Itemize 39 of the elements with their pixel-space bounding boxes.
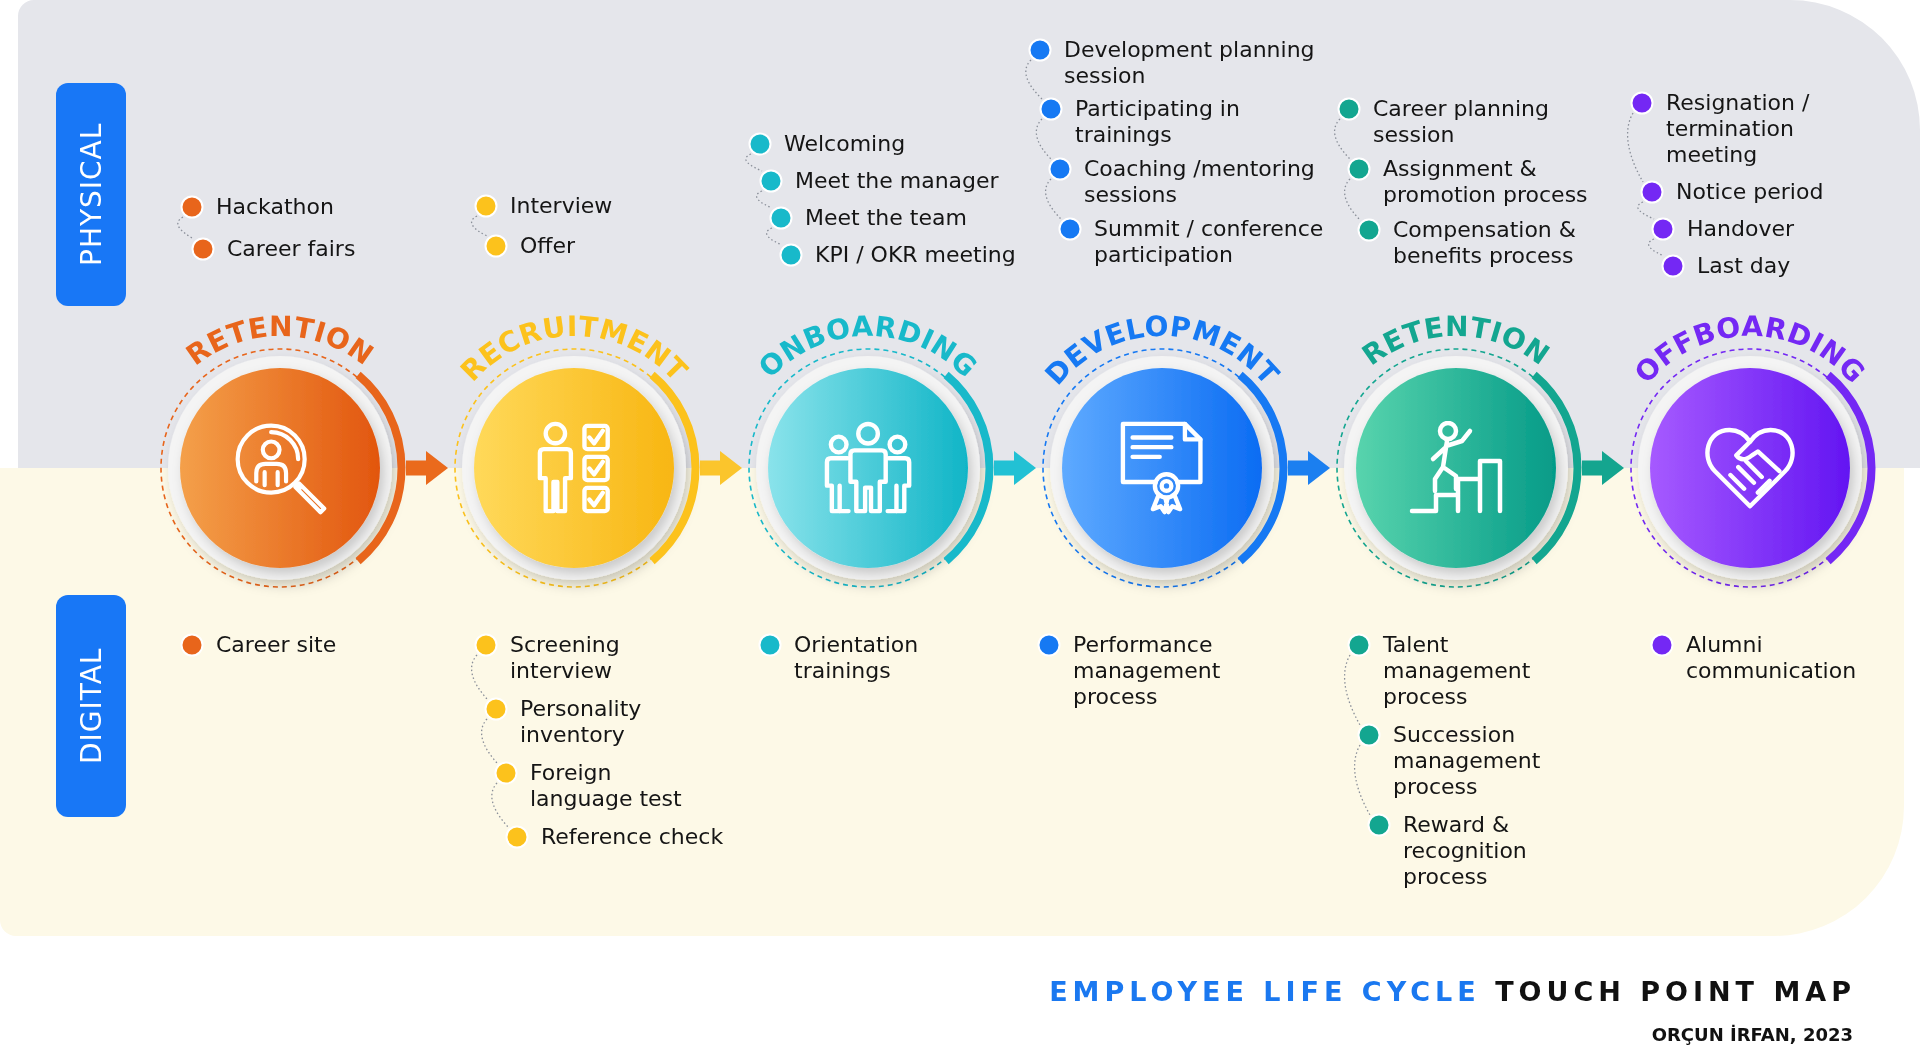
touchpoint-text: Meet the team (805, 205, 967, 231)
touchpoint-text: Orientation trainings (794, 632, 920, 684)
touchpoint-text: Screening interview (510, 632, 621, 684)
arrow (406, 451, 448, 485)
touchpoint-text: Career site (216, 632, 337, 658)
touchpoint-text: Handover (1687, 216, 1794, 242)
touchpoint-text: Talent management process (1383, 632, 1532, 710)
touchpoint-text: Interview (510, 193, 613, 219)
touchpoint-text: Notice period (1676, 179, 1824, 205)
touchpoint-text: Development planning session (1064, 37, 1316, 89)
touchpoint-text: Resignation / termination meeting (1666, 90, 1811, 168)
touchpoint-text: Hackathon (216, 194, 334, 220)
touchpoint-text: Last day (1697, 253, 1791, 279)
arrow (700, 451, 742, 485)
touchpoint-text: Assignment & promotion process (1383, 156, 1589, 208)
map-title: EMPLOYEE LIFE CYCLE TOUCH POINT MAP (1049, 976, 1856, 1007)
arrow (994, 451, 1036, 485)
touchpoint-text: Compensation & benefits process (1393, 217, 1577, 269)
category-tab: DIGITAL (56, 595, 126, 817)
touchpoint-text: Welcoming (784, 131, 906, 157)
arrow (1582, 451, 1624, 485)
touchpoint-text: Meet the manager (795, 168, 999, 194)
touchpoint-text: Performance management process (1073, 632, 1222, 710)
touchpoint-text: Offer (520, 233, 576, 259)
touchpoint-text: Summit / conference participation (1094, 216, 1325, 268)
touchpoint-text: Succession management process (1393, 722, 1542, 800)
touchpoint-text: Coaching /mentoring sessions (1084, 156, 1316, 208)
touchpoint-text: KPI / OKR meeting (815, 242, 1016, 268)
author-caption: ORÇUN İRFAN, 2023 (1651, 1024, 1853, 1045)
touchpoint-text: Career planning session (1373, 96, 1550, 148)
touchpoint-text: Foreign language test (530, 760, 683, 812)
touchpoint-text: Career fairs (227, 236, 356, 262)
category-tab: PHYSICAL (56, 83, 126, 306)
touchpoint-text: Personality inventory (520, 696, 643, 748)
touchpoint-text: Reference check (541, 824, 724, 850)
arrow (1288, 451, 1330, 485)
touchpoint-text: Alumni communication (1686, 632, 1858, 684)
touchpoint-text: Participating in trainings (1075, 96, 1241, 148)
touchpoint-text: Reward & recognition process (1403, 812, 1528, 890)
